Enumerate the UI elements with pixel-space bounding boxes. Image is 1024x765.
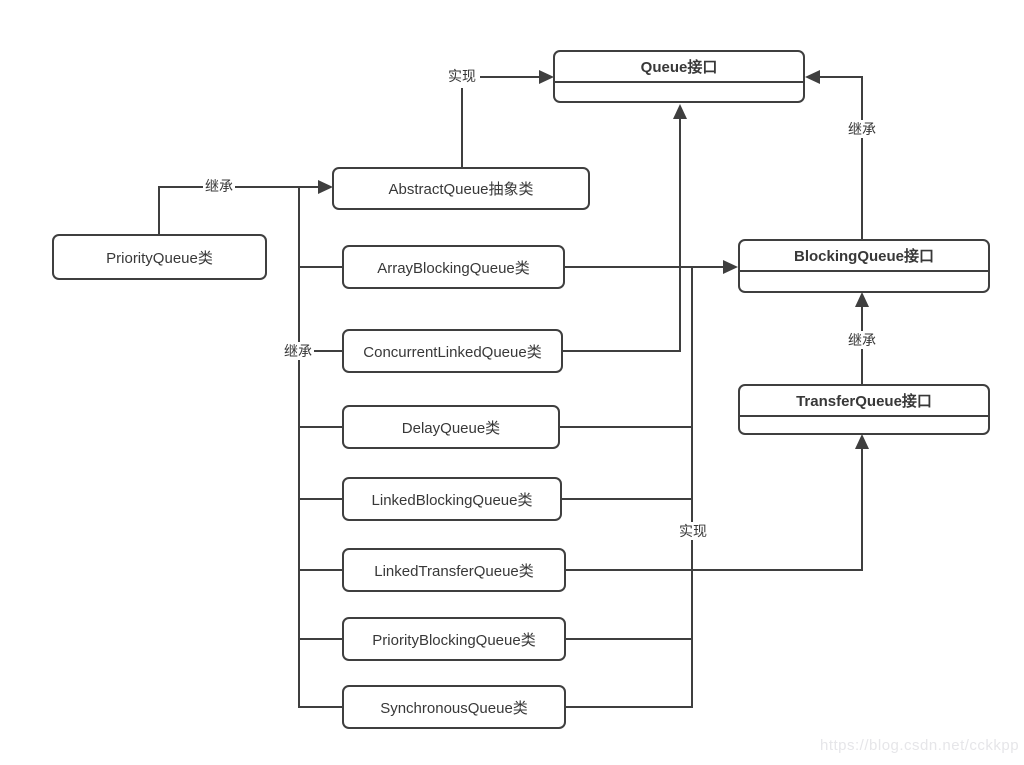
csdn-watermark: https://blog.csdn.net/cckkpp xyxy=(820,737,1020,754)
node-priorityqueue-class: PriorityQueue类 xyxy=(52,234,267,280)
arrowhead-into-transferqueue-bottom-icon xyxy=(855,434,869,449)
stub-right-delayqueue xyxy=(560,426,692,428)
node-queue-interface-body xyxy=(555,83,803,101)
arrowhead-into-blockingqueue-bottom-icon xyxy=(855,292,869,307)
node-linkedtransferqueue-class: LinkedTransferQueue类 xyxy=(342,548,566,592)
edge-blockingqueue-extends-vertical xyxy=(861,76,863,240)
node-linkedblockingqueue-class: LinkedBlockingQueue类 xyxy=(342,477,562,521)
edge-concurrentlinked-vertical xyxy=(679,117,681,352)
node-delayqueue-class: DelayQueue类 xyxy=(342,405,560,449)
arrowhead-into-queue-bottom-icon xyxy=(673,104,687,119)
stub-right-synchronousqueue xyxy=(565,706,692,708)
node-queue-interface-title: Queue接口 xyxy=(555,52,803,83)
arrowhead-into-queue-right-icon xyxy=(805,70,820,84)
node-transferqueue-interface-title: TransferQueue接口 xyxy=(740,386,988,417)
edge-abstractqueue-implements-vertical xyxy=(461,88,463,168)
stub-right-linkedblockingqueue xyxy=(560,498,692,500)
edge-linkedtransfer-horizontal xyxy=(565,569,863,571)
arrowhead-into-abstractqueue-left-icon xyxy=(318,180,333,194)
edge-linkedtransfer-vertical xyxy=(861,448,863,570)
node-blockingqueue-interface-title: BlockingQueue接口 xyxy=(740,241,988,272)
stub-left-delayqueue xyxy=(299,426,343,428)
edge-label-extends-top-left: 继承 xyxy=(203,177,235,195)
trunk-left-extends xyxy=(298,187,300,708)
stub-left-linkedblockingqueue xyxy=(299,498,343,500)
node-arrayblockingqueue-class: ArrayBlockingQueue类 xyxy=(342,245,565,289)
edge-label-implements-right-trunk: 实现 xyxy=(677,522,709,540)
stub-left-arrayblockingqueue xyxy=(299,266,343,268)
trunk-right-implements xyxy=(691,266,693,708)
edge-label-implements-top: 实现 xyxy=(446,67,478,85)
node-concurrentlinkedqueue-class: ConcurrentLinkedQueue类 xyxy=(342,329,563,373)
edge-arrayblocking-to-blockingqueue xyxy=(565,266,723,268)
node-blockingqueue-interface: BlockingQueue接口 xyxy=(738,239,990,293)
stub-left-synchronousqueue xyxy=(299,706,343,708)
edge-concurrentlinked-horizontal xyxy=(562,350,681,352)
node-transferqueue-interface-body xyxy=(740,417,988,433)
edge-priorityqueue-extends-horizontal xyxy=(158,186,319,188)
arrowhead-into-queue-left-icon xyxy=(539,70,554,84)
node-transferqueue-interface: TransferQueue接口 xyxy=(738,384,990,435)
node-queue-interface: Queue接口 xyxy=(553,50,805,103)
stub-left-priorityblockingqueue xyxy=(299,638,343,640)
node-blockingqueue-interface-body xyxy=(740,272,988,291)
edge-blockingqueue-extends-horizontal xyxy=(818,76,863,78)
node-priorityblockingqueue-class: PriorityBlockingQueue类 xyxy=(342,617,566,661)
stub-right-priorityblockingqueue xyxy=(565,638,692,640)
stub-left-linkedtransferqueue xyxy=(299,569,343,571)
edge-label-extends-blocking-to-queue: 继承 xyxy=(846,120,878,138)
edge-priorityqueue-extends-vertical xyxy=(158,187,160,235)
edge-label-extends-transfer-to-blocking: 继承 xyxy=(846,331,878,349)
node-synchronousqueue-class: SynchronousQueue类 xyxy=(342,685,566,729)
stub-left-concurrentlinkedqueue xyxy=(299,350,343,352)
edge-label-extends-left-trunk: 继承 xyxy=(282,342,314,360)
edge-abstractqueue-implements-horizontal xyxy=(480,76,540,78)
node-abstractqueue-class: AbstractQueue抽象类 xyxy=(332,167,590,210)
arrowhead-into-blockingqueue-left-icon xyxy=(723,260,738,274)
